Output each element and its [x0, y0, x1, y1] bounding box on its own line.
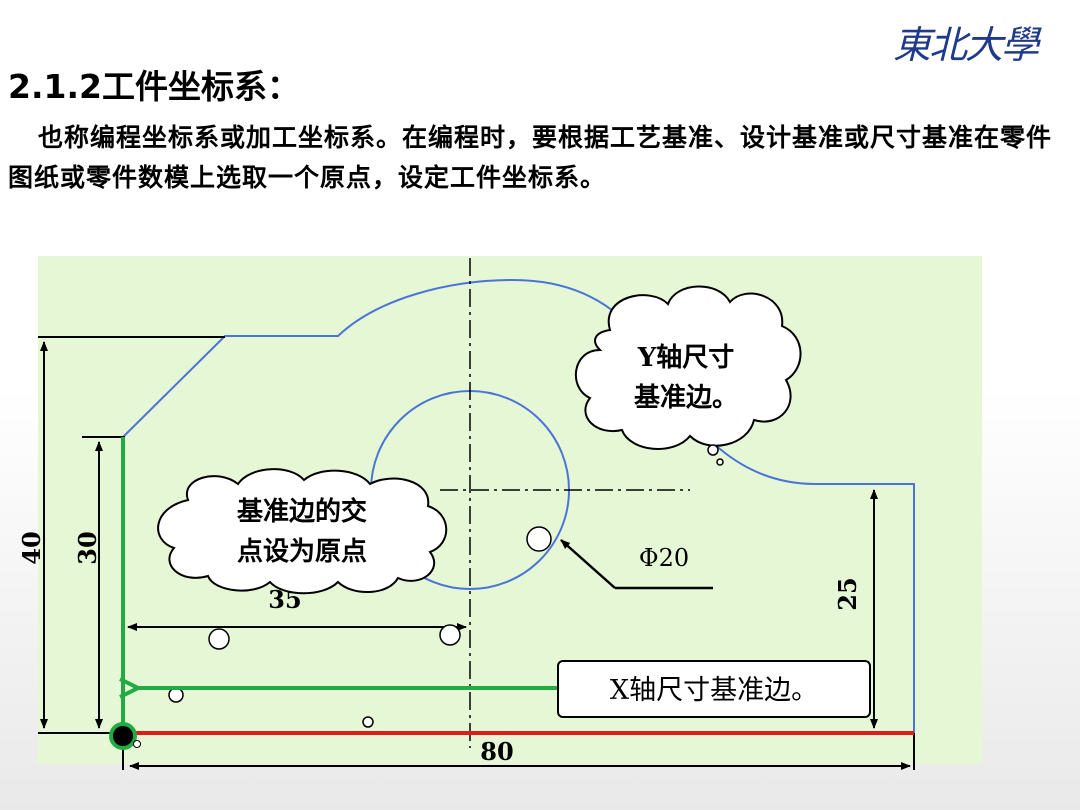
small-hole	[168, 687, 184, 703]
dim-text-40: 40	[17, 531, 46, 564]
origin-callout: 基准边的交 点设为原点	[157, 468, 448, 595]
y-axis-callout-line2: 基准边。	[634, 383, 738, 413]
small-hole	[526, 526, 552, 552]
x-axis-callout-text: X轴尺寸基准边。	[610, 675, 818, 706]
small-hole	[362, 716, 374, 728]
phi-leader-arrow	[560, 539, 616, 589]
y-axis-callout: Y轴尺寸 基准边。	[574, 285, 802, 466]
dim-text-80: 80	[480, 737, 513, 766]
logo-text: 東北大學	[893, 23, 1039, 67]
origin-small-circle	[133, 740, 141, 748]
section-paragraph: 也称编程坐标系或加工坐标系。在编程时，要根据工艺基准、设计基准或尺寸基准在零件图…	[8, 123, 1053, 192]
x-axis-callout: X轴尺寸基准边。	[557, 660, 871, 718]
small-hole	[208, 628, 230, 650]
origin-callout-line2: 点设为原点	[237, 536, 367, 567]
origin-callout-line1: 基准边的交	[237, 496, 367, 527]
origin-marker	[109, 722, 137, 750]
small-hole	[439, 624, 461, 646]
y-axis-callout-line1: Y轴尺寸	[637, 343, 735, 373]
phi-20-label: Φ20	[639, 544, 689, 572]
dim-text-25: 25	[833, 577, 862, 610]
university-logo: 東北大學	[893, 14, 1073, 67]
dim-text-30: 30	[73, 531, 102, 564]
section-title: 2.1.2工件坐标系：	[8, 67, 300, 106]
